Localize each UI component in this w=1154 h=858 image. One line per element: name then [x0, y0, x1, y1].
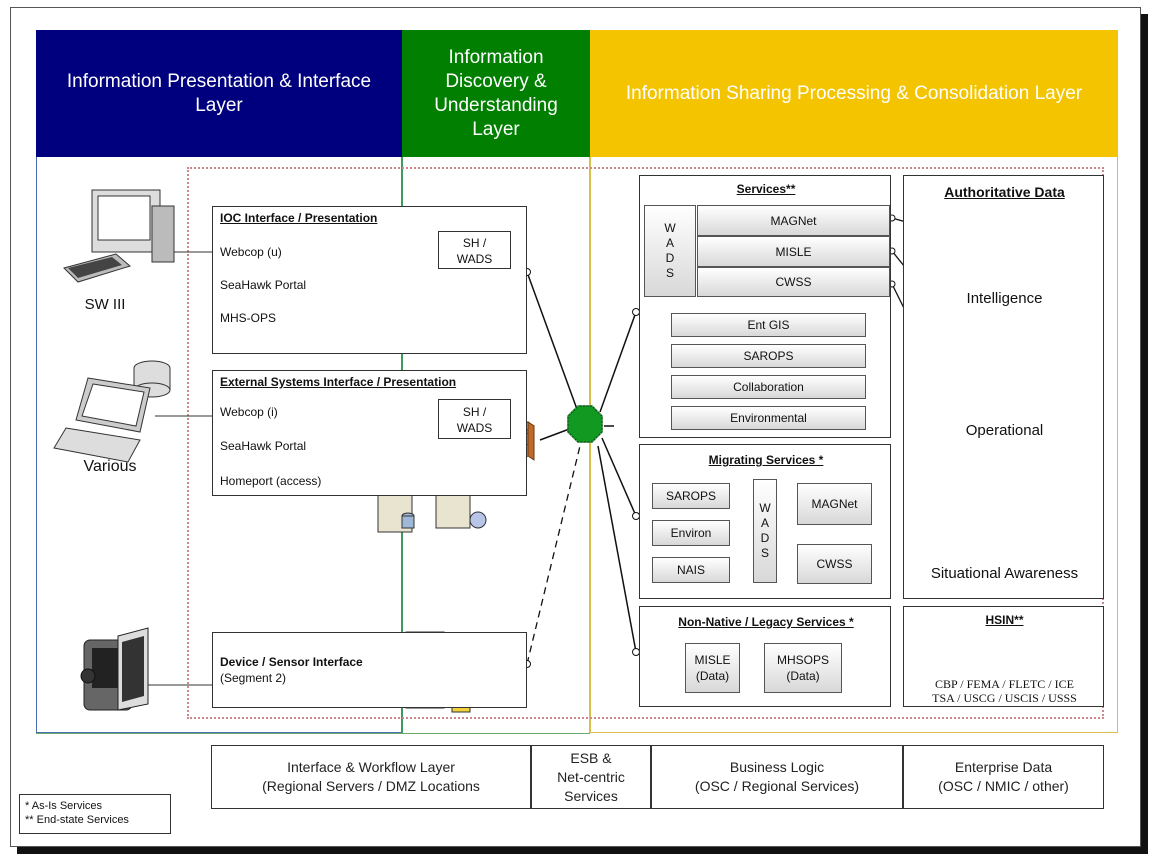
authoritative-data-box: Authoritative Data Intelligence Operatio…	[903, 175, 1104, 599]
migrating-title: Migrating Services *	[708, 453, 824, 467]
ioc-interface-box: IOC Interface / Presentation Webcop (u) …	[212, 206, 527, 354]
service-environmental: Environmental	[671, 406, 866, 430]
sharing-region	[589, 157, 1118, 733]
legend-end-state: ** End-state Services	[25, 814, 129, 826]
hsin-title: HSIN**	[985, 613, 1024, 627]
esb-hub-icon	[567, 405, 603, 443]
legacy-title: Non-Native / Legacy Services *	[678, 615, 854, 629]
ioc-item: MHS-OPS	[220, 311, 277, 325]
authoritative-title: Authoritative Data	[944, 184, 1065, 200]
service-row-misle: MISLE	[697, 236, 890, 267]
service-collaboration: Collaboration	[671, 375, 866, 399]
legacy-services-box: Non-Native / Legacy Services * MISLE(Dat…	[639, 606, 891, 707]
laptop-icon	[53, 360, 171, 463]
service-sarops: SAROPS	[671, 344, 866, 368]
presentation-bottom-line	[36, 733, 590, 734]
bottom-enterprise-data: Enterprise Data(OSC / NMIC / other)	[903, 745, 1104, 809]
external-interface-box: External Systems Interface / Presentatio…	[212, 370, 527, 496]
migrating-sarops: SAROPS	[652, 483, 730, 509]
situational-awareness-label: Situational Awareness	[930, 565, 1079, 582]
device-interface-box: Device / Sensor Interface (Segment 2)	[212, 632, 527, 708]
legacy-misle-data: MISLE(Data)	[685, 643, 740, 693]
intelligence-label: Intelligence	[966, 290, 1043, 307]
ioc-sh-wads-box: SH /WADS	[438, 231, 511, 269]
service-row-cwss: CWSS	[697, 267, 890, 297]
device-title: Device / Sensor Interface	[220, 655, 363, 669]
services-title: Services**	[736, 182, 796, 196]
legend-box: * As-Is Services ** End-state Services	[19, 794, 171, 834]
ioc-item: Webcop (u)	[220, 245, 282, 259]
external-title: External Systems Interface / Presentatio…	[220, 375, 457, 389]
device-subtitle: (Segment 2)	[220, 671, 287, 685]
desktop-computer-icon	[63, 189, 175, 283]
legacy-mhsops-data: MHSOPS(Data)	[764, 643, 842, 693]
service-row-magnet: MAGNet	[697, 205, 890, 236]
service-ent-gis: Ent GIS	[671, 313, 866, 337]
external-sh-wads-box: SH /WADS	[438, 399, 511, 439]
legend-as-is: * As-Is Services	[25, 800, 103, 812]
video-camera-icon	[80, 627, 149, 711]
bottom-interface-workflow: Interface & Workflow Layer(Regional Serv…	[211, 745, 531, 809]
various-label: Various	[83, 458, 137, 475]
external-item: Webcop (i)	[220, 405, 278, 419]
external-item: Homeport (access)	[220, 474, 322, 488]
bottom-business-logic: Business Logic(OSC / Regional Services)	[651, 745, 903, 809]
migrating-nais: NAIS	[652, 557, 730, 583]
external-item: SeaHawk Portal	[220, 439, 307, 453]
migrating-services-box: Migrating Services * SAROPS Environ NAIS…	[639, 444, 891, 599]
header-sharing-layer: Information Sharing Processing & Consoli…	[590, 30, 1118, 157]
migrating-cwss: CWSS	[797, 544, 872, 584]
ioc-item: SeaHawk Portal	[220, 278, 307, 292]
migrating-magnet: MAGNet	[797, 483, 872, 525]
presentation-region	[36, 157, 402, 733]
operational-label: Operational	[965, 422, 1044, 439]
ioc-title: IOC Interface / Presentation	[220, 211, 378, 225]
sw3-label: SW III	[84, 296, 126, 313]
migrating-environ: Environ	[652, 520, 730, 546]
